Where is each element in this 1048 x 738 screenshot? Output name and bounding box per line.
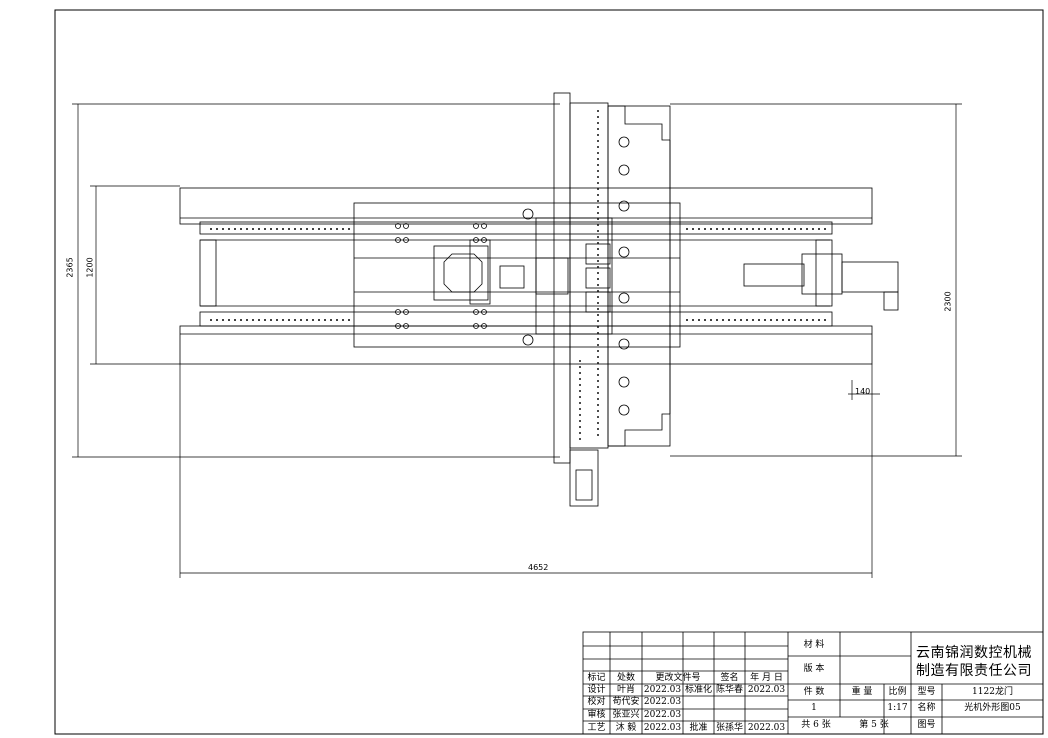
edition-label: 版 本 [803,664,825,674]
dim-overall-width-right: 2300 [943,291,953,312]
dim-offset: 140 [855,387,871,396]
pieces-value: 1 [811,703,817,713]
model-label: 型号 [917,687,936,697]
company-name-line1: 云南锦润数控机械 [916,645,1032,661]
role-standard: 标准化 [684,685,712,695]
name-process: 沐 毅 [615,723,637,733]
rack-teeth [210,110,826,440]
role-approve: 批准 [689,723,708,733]
date-review: 2022.03 [643,710,682,720]
rev-header-doc: 更改文件号 [655,673,701,683]
name-standard: 陈华春 [715,685,743,695]
drawing-no-label: 图号 [917,720,936,730]
drawing-frame [54,9,1044,735]
role-process: 工艺 [587,723,606,733]
dimension-lines [72,103,962,578]
model-value: 1122龙门 [972,687,1013,697]
role-design: 设计 [587,685,606,695]
rev-header-mark: 标记 [587,673,606,683]
name-review: 张亚兴 [612,710,640,720]
name-label: 名称 [917,703,936,713]
rev-header-date: 年 月 日 [750,673,783,683]
name-value: 光机外形图05 [964,703,1021,713]
name-check: 苟代安 [612,697,640,707]
scale-label: 比例 [888,687,907,697]
material-label: 材 料 [803,640,825,650]
pieces-label: 件 数 [803,687,825,697]
date-process: 2022.03 [643,723,682,733]
date-approve: 2022.03 [747,723,786,733]
date-standard: 2022.03 [747,685,786,695]
dim-overall-length: 4652 [528,563,549,572]
dim-overall-width-left: 2365 [65,257,75,278]
sheet-number: 第 5 张 [859,720,889,730]
dim-rail-span: 1200 [85,257,95,278]
weight-label: 重 量 [851,687,873,697]
scale-value: 1:17 [887,703,908,713]
name-approve: 张孫华 [715,723,743,733]
role-check: 校对 [587,697,606,707]
date-design: 2022.03 [643,685,682,695]
machine-outline [179,92,899,507]
total-sheets: 共 6 张 [801,720,831,730]
rev-header-count: 处数 [616,673,635,683]
rev-header-sign: 签名 [720,673,739,683]
mounting-holes [395,136,630,416]
company-name-line2: 制造有限责任公司 [916,663,1032,679]
name-design: 叶肖 [616,685,635,695]
role-review: 审核 [587,710,606,720]
date-check: 2022.03 [643,697,682,707]
title-block-grid [582,631,1044,735]
